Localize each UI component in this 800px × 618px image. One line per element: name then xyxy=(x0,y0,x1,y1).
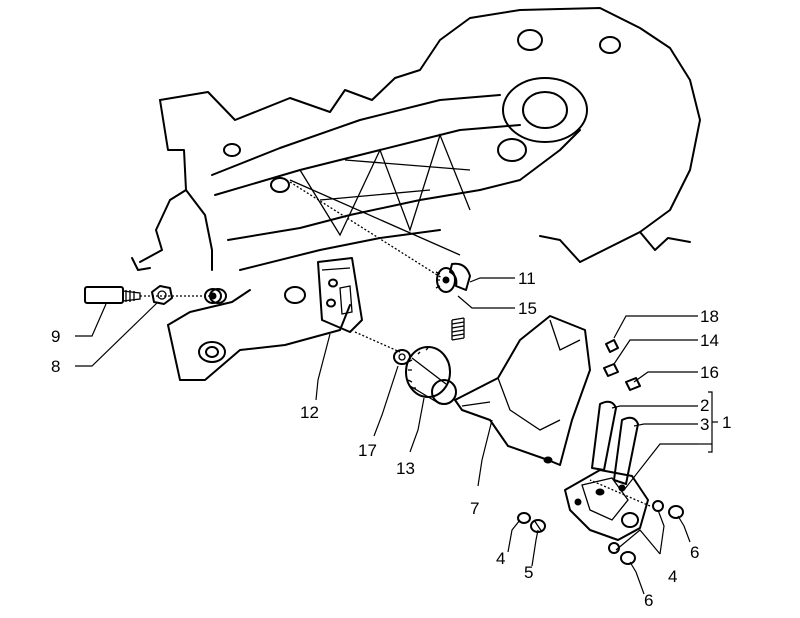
hose-2 xyxy=(591,400,617,471)
callout-14: 14 xyxy=(700,331,719,350)
callout-16: 16 xyxy=(700,363,719,382)
clip-18 xyxy=(605,339,619,353)
leader-lines xyxy=(75,277,718,595)
assembly-guides xyxy=(140,181,651,507)
screw-6-bottom xyxy=(620,551,636,565)
callout-2: 2 xyxy=(700,396,709,415)
callout-labels: 9 8 11 15 12 17 13 7 18 14 16 2 3 1 4 5 … xyxy=(51,269,731,610)
screw-6-right xyxy=(668,505,684,519)
stud-bolt-9 xyxy=(84,286,141,304)
gear-segment-11 xyxy=(435,262,471,293)
callout-4-left: 4 xyxy=(496,549,505,568)
drive-gear-13 xyxy=(405,346,457,405)
callout-13: 13 xyxy=(396,459,415,478)
spring-15 xyxy=(451,317,465,341)
oil-pump-assembly-1 xyxy=(564,469,649,541)
callout-3: 3 xyxy=(700,415,709,434)
callout-6-right: 6 xyxy=(690,543,699,562)
callout-6-bottom: 6 xyxy=(644,591,653,610)
callout-18: 18 xyxy=(700,307,719,326)
callout-7: 7 xyxy=(470,499,479,518)
cover-plate-7 xyxy=(454,315,591,466)
callout-4-right: 4 xyxy=(668,567,677,586)
callout-12: 12 xyxy=(300,403,319,422)
nut-8 xyxy=(151,285,173,305)
hose-3 xyxy=(613,416,639,485)
washer-4-left xyxy=(517,512,531,524)
callout-8: 8 xyxy=(51,357,60,376)
mounting-bracket-12 xyxy=(317,257,363,333)
washer-4-right xyxy=(608,500,664,554)
callout-15: 15 xyxy=(518,299,537,318)
callout-1: 1 xyxy=(722,413,731,432)
callout-17: 17 xyxy=(358,441,377,460)
callout-9: 9 xyxy=(51,327,60,346)
crankcase-housing xyxy=(131,7,701,381)
callout-11: 11 xyxy=(518,269,536,288)
clip-16 xyxy=(625,377,641,391)
callout-5: 5 xyxy=(524,563,533,582)
clip-14 xyxy=(603,363,619,377)
